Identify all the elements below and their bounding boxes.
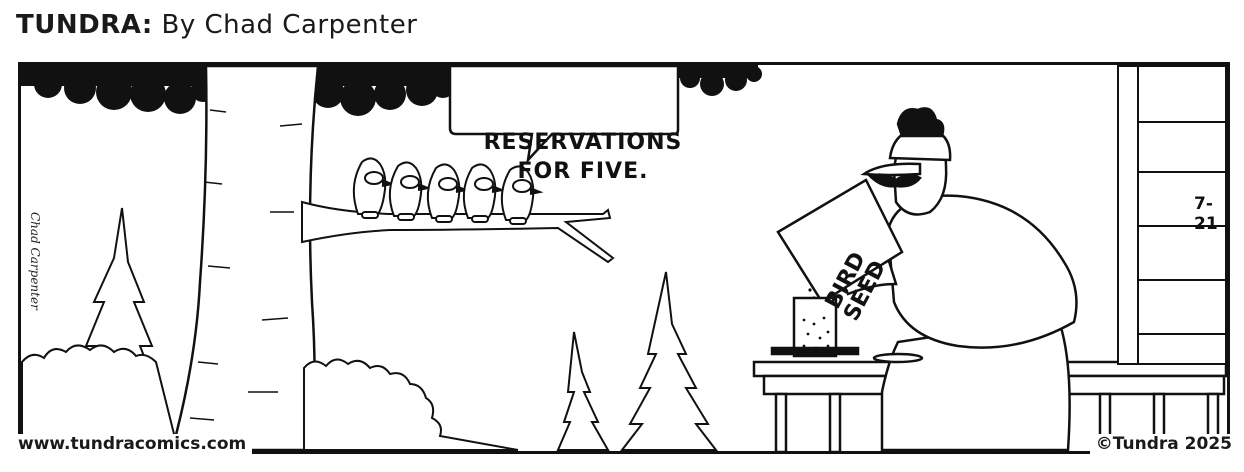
comic-artwork — [18, 62, 1230, 454]
feeder-seeds — [802, 316, 830, 350]
speech-bubble-text: RESERVATIONS FOR FIVE. — [474, 128, 692, 186]
speech-bubble — [448, 64, 680, 164]
bark-marks — [189, 109, 303, 421]
speech-line-1: RESERVATIONS — [483, 130, 683, 155]
bird-seed-bag — [776, 178, 904, 304]
website-link[interactable]: www.tundracomics.com — [18, 434, 253, 454]
bird — [500, 165, 544, 225]
copyright-notice: ©Tundra 2025 — [1089, 434, 1232, 454]
bird — [462, 163, 506, 223]
artist-signature: Chad Carpenter — [28, 212, 42, 310]
man-figure — [836, 107, 1078, 452]
date-label: 7-21 — [1194, 194, 1218, 234]
comic-panel: RESERVATIONS FOR FIVE. 7-21 Chad Carpent… — [18, 62, 1230, 454]
pine-tree-right — [619, 271, 719, 451]
comic-header: TUNDRA: By Chad Carpenter — [16, 10, 417, 40]
bird — [388, 161, 432, 221]
bush-left — [21, 344, 180, 451]
pine-tree-middle — [556, 331, 610, 451]
strip-name: TUNDRA: — [16, 10, 153, 40]
house-wall — [1117, 65, 1227, 365]
bird — [352, 157, 396, 219]
bush-center — [303, 358, 519, 451]
bird-row — [352, 157, 544, 225]
speech-line-2: FOR FIVE. — [517, 159, 649, 184]
byline: By Chad Carpenter — [161, 10, 418, 40]
